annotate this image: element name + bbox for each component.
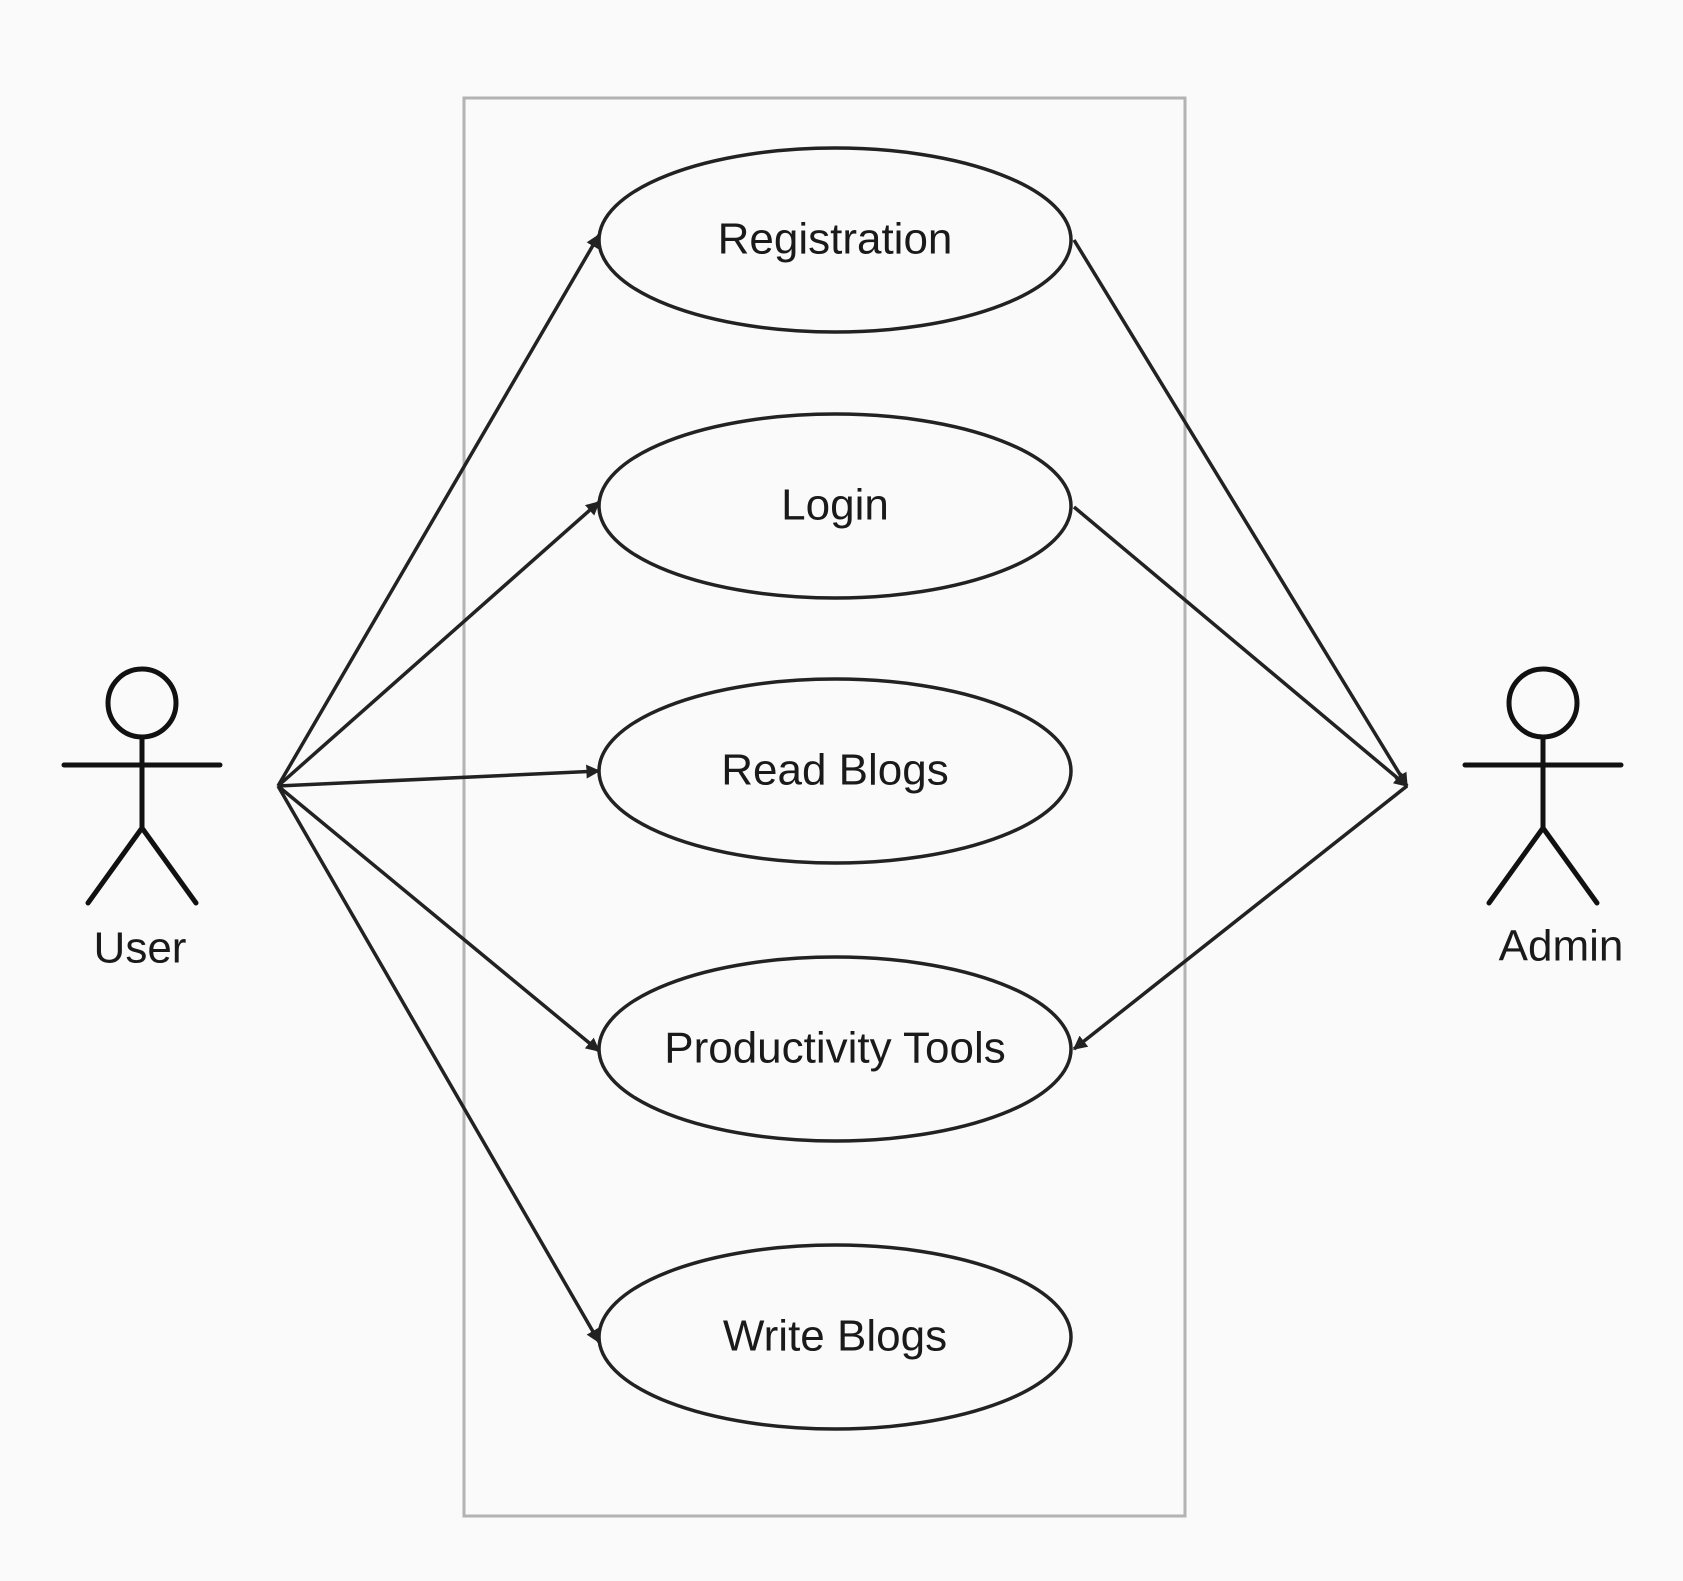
use-case-ellipse <box>597 412 1073 600</box>
use-case-write-blogs[interactable]: Write Blogs <box>597 1243 1073 1431</box>
association-user-to-registration <box>276 233 601 787</box>
actor-user[interactable]: User <box>61 666 223 973</box>
association-login-to-admin <box>1072 505 1409 788</box>
association-user-to-read-blogs <box>277 764 601 788</box>
actor-left-leg <box>1486 825 1546 906</box>
associations <box>276 233 1409 1344</box>
use-case-registration[interactable]: Registration <box>597 146 1073 334</box>
association-admin-to-productivity-tools <box>1072 784 1409 1051</box>
actor-left-leg <box>85 825 145 906</box>
system-boundary <box>462 96 1187 1518</box>
use-case-ellipse <box>597 1243 1073 1431</box>
actor-right-leg <box>1540 825 1600 906</box>
use-case-label: Read Blogs <box>721 746 948 795</box>
actor-head <box>1506 666 1580 740</box>
association-user-to-write-blogs <box>276 785 601 1344</box>
actor-label: User <box>94 924 187 973</box>
actor-admin[interactable]: Admin <box>1462 666 1624 971</box>
actor-label: Admin <box>1499 922 1624 971</box>
use-case-ellipse <box>597 677 1073 865</box>
use-case-ellipse <box>597 146 1073 334</box>
use-case-label: Write Blogs <box>723 1312 947 1361</box>
use-case-productivity-tools[interactable]: Productivity Tools <box>597 955 1073 1143</box>
use-case-label: Productivity Tools <box>664 1024 1006 1073</box>
association-user-to-login <box>276 500 601 788</box>
association-registration-to-admin <box>1072 239 1409 788</box>
use-case-ellipse <box>597 955 1073 1143</box>
association-user-to-productivity-tools <box>276 784 601 1053</box>
use-case-read-blogs[interactable]: Read Blogs <box>597 677 1073 865</box>
actor-right-leg <box>139 825 199 906</box>
use-case-label: Registration <box>718 215 953 264</box>
actor-head <box>105 666 179 740</box>
use-case-login[interactable]: Login <box>597 412 1073 600</box>
use-case-label: Login <box>781 481 889 530</box>
